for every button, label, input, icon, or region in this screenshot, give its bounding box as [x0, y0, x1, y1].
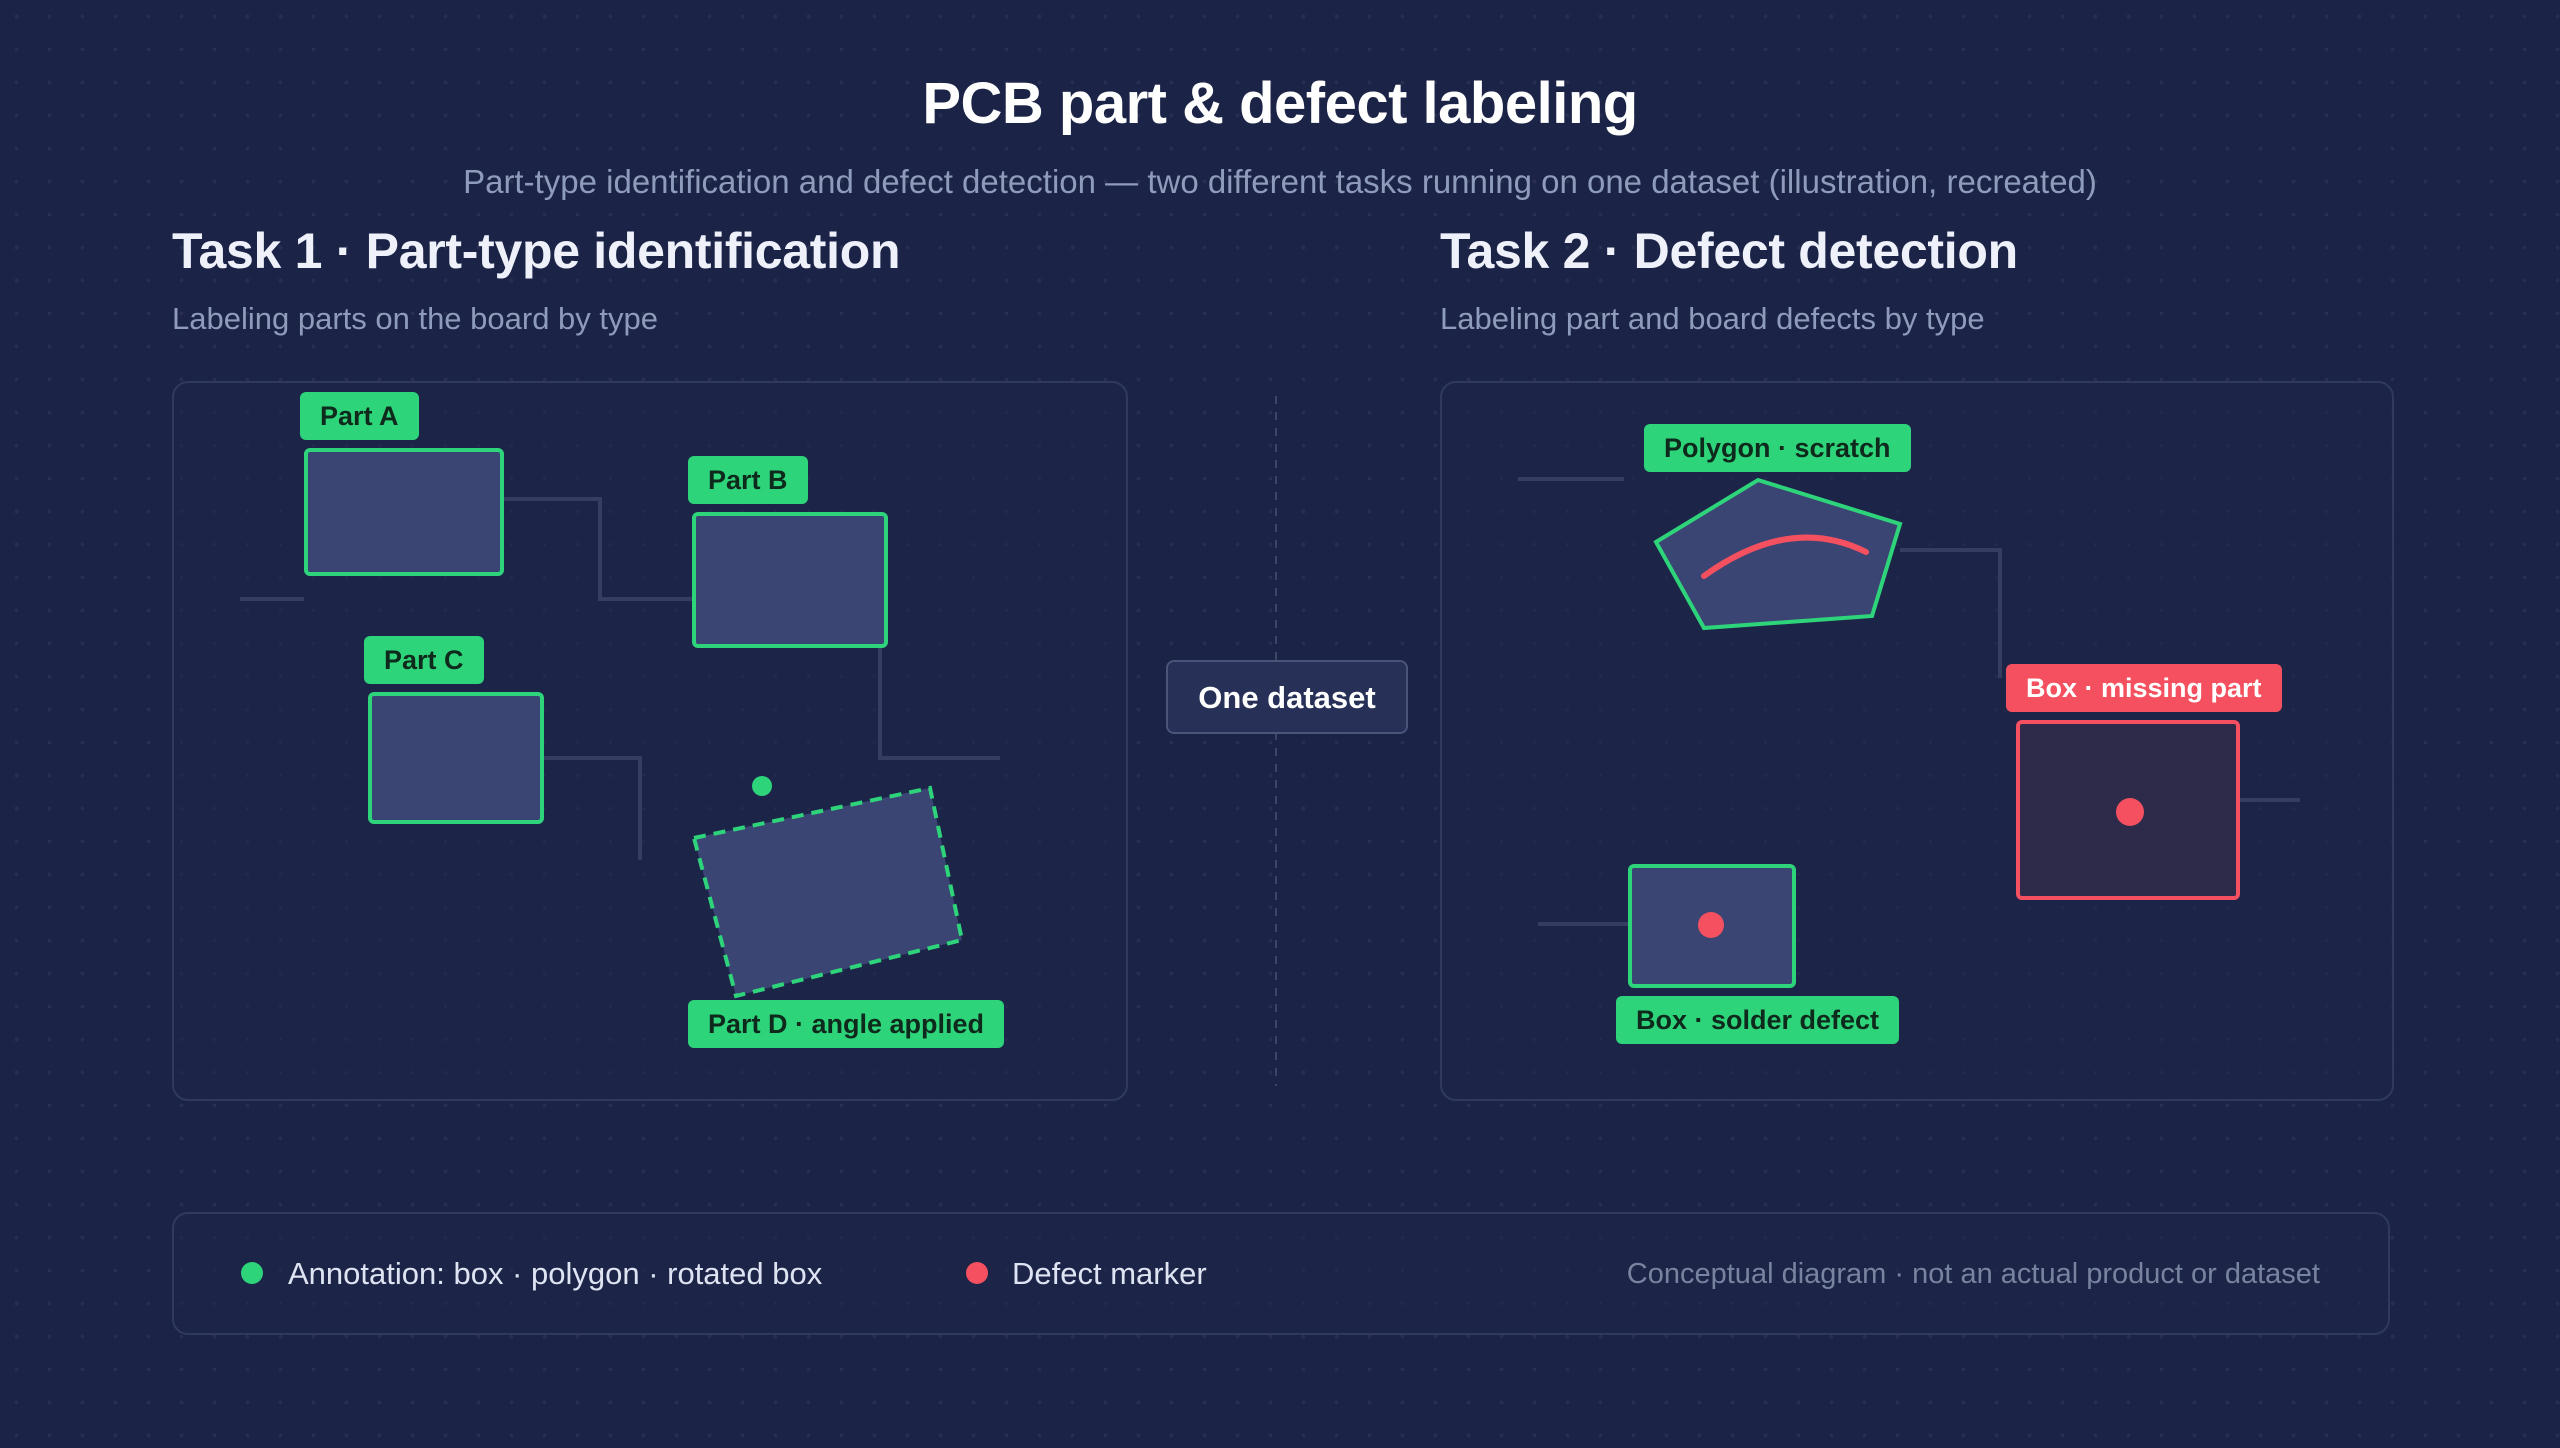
- solder-defect-marker: [1698, 912, 1724, 938]
- part-d-label: Part D · angle applied: [688, 1000, 1005, 1048]
- defect-legend-label: Defect marker: [1012, 1256, 1207, 1291]
- legend-disclaimer: Conceptual diagram · not an actual produ…: [1626, 1258, 2320, 1290]
- polygon-scratch-annotation[interactable]: [1640, 470, 1910, 640]
- rotation-handle[interactable]: [752, 776, 772, 796]
- missing-part-box[interactable]: [2016, 720, 2240, 900]
- part-d-rotated-box[interactable]: [680, 760, 980, 1010]
- task2-subtitle: Labeling part and board defects by type: [1440, 301, 1985, 336]
- dataset-divider: [1275, 396, 1277, 1086]
- part-b-label: Part B: [688, 456, 808, 504]
- part-a-label: Part A: [300, 392, 419, 440]
- one-dataset-badge: One dataset: [1166, 660, 1408, 734]
- solder-defect-box[interactable]: [1628, 864, 1796, 988]
- task1-subtitle: Labeling parts on the board by type: [172, 301, 659, 336]
- defect-legend-dot: [966, 1262, 988, 1284]
- task1-title: Task 1 · Part-type identification: [172, 223, 901, 279]
- page-subtitle: Part-type identification and defect dete…: [463, 163, 2097, 200]
- part-c-label: Part C: [364, 636, 484, 684]
- missing-part-defect-marker: [2116, 798, 2144, 826]
- missing-part-label: Box · missing part: [2006, 664, 2282, 712]
- scratch-defect-mark: [1701, 534, 1869, 579]
- annotation-legend-dot: [241, 1262, 263, 1284]
- legend: [172, 1212, 2390, 1335]
- solder-defect-label: Box · solder defect: [1616, 996, 1900, 1044]
- task2-title: Task 2 · Defect detection: [1440, 223, 2018, 279]
- page-title: PCB part & defect labeling: [922, 71, 1638, 136]
- part-c-box[interactable]: [368, 692, 544, 824]
- annotation-legend-label: Annotation: box · polygon · rotated box: [288, 1256, 823, 1291]
- part-b-box[interactable]: [692, 512, 888, 648]
- polygon-scratch-label: Polygon · scratch: [1644, 424, 1911, 472]
- task2-panel: [1440, 381, 2394, 1101]
- part-a-box[interactable]: [304, 448, 504, 576]
